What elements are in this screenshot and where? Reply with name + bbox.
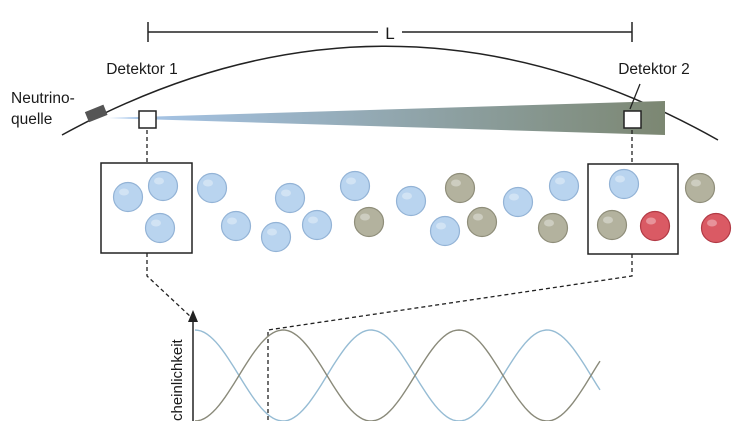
- grey-neutrino-particle: [596, 209, 628, 241]
- particle-highlight: [360, 213, 370, 221]
- blue-neutrino-particle: [301, 209, 333, 241]
- blue-neutrino-particle: [144, 212, 176, 244]
- red-neutrino-particle: [700, 212, 732, 244]
- distance-label: L: [385, 24, 394, 43]
- grey-neutrino-particle: [537, 212, 569, 244]
- blue-probability-curve: [194, 329, 601, 421]
- particle-highlight: [473, 213, 483, 221]
- particle-highlight: [281, 189, 291, 197]
- detector-2-zoom-box: [587, 163, 679, 255]
- detector-1-label: Detektor 1: [106, 61, 178, 78]
- detector-2-label: Detektor 2: [618, 61, 690, 78]
- particle-highlight: [267, 228, 277, 236]
- particle-highlight: [544, 219, 554, 227]
- blue-neutrino-particle: [548, 170, 580, 202]
- blue-neutrino-particle: [196, 172, 228, 204]
- particle-highlight: [436, 222, 446, 230]
- particle-highlight: [119, 188, 129, 196]
- neutrino-particles: [112, 168, 732, 253]
- blue-neutrino-particle: [112, 181, 144, 213]
- particle-highlight: [346, 177, 356, 185]
- grey-neutrino-particle: [353, 206, 385, 238]
- particle-highlight: [402, 192, 412, 200]
- neutrino-beam: [108, 101, 665, 135]
- particle-highlight: [308, 216, 318, 224]
- blue-neutrino-particle: [220, 210, 252, 242]
- particle-highlight: [151, 219, 161, 227]
- blue-neutrino-particle: [339, 170, 371, 202]
- blue-neutrino-particle: [395, 185, 427, 217]
- source-label-line1: Neutrino-: [11, 90, 75, 107]
- red-neutrino-particle: [639, 210, 671, 242]
- particle-highlight: [203, 179, 213, 187]
- particle-highlight: [154, 177, 164, 185]
- blue-neutrino-particle: [147, 170, 179, 202]
- blue-neutrino-particle: [274, 182, 306, 214]
- blue-neutrino-particle: [608, 168, 640, 200]
- grey-neutrino-particle: [684, 172, 716, 204]
- detector-1-zoom-box: [100, 162, 193, 254]
- probability-plot: cheinlichkeit: [169, 310, 601, 421]
- blue-neutrino-particle: [429, 215, 461, 247]
- y-axis-arrow-icon: [188, 310, 198, 322]
- particle-highlight: [509, 193, 519, 201]
- particle-highlight: [646, 217, 656, 225]
- neutrino-source: Neutrino- quelle: [11, 90, 108, 128]
- detector-1: Detektor 1: [106, 61, 178, 163]
- plot-connectors: [146, 253, 633, 421]
- earth-surface-arc: [61, 45, 719, 141]
- particle-highlight: [451, 179, 461, 187]
- blue-neutrino-particle: [260, 221, 292, 253]
- particle-highlight: [707, 219, 717, 227]
- y-axis-label: cheinlichkeit: [169, 338, 186, 421]
- particle-highlight: [603, 216, 613, 224]
- blue-neutrino-particle: [502, 186, 534, 218]
- grey-neutrino-particle: [444, 172, 476, 204]
- distance-bracket: L: [147, 22, 633, 43]
- grey-neutrino-particle: [466, 206, 498, 238]
- particle-highlight: [555, 177, 565, 185]
- particle-highlight: [691, 179, 701, 187]
- grey-probability-curve: [194, 329, 601, 421]
- source-label-line2: quelle: [11, 111, 52, 128]
- detector-2: Detektor 2: [618, 61, 690, 163]
- particle-highlight: [615, 175, 625, 183]
- particle-highlight: [227, 217, 237, 225]
